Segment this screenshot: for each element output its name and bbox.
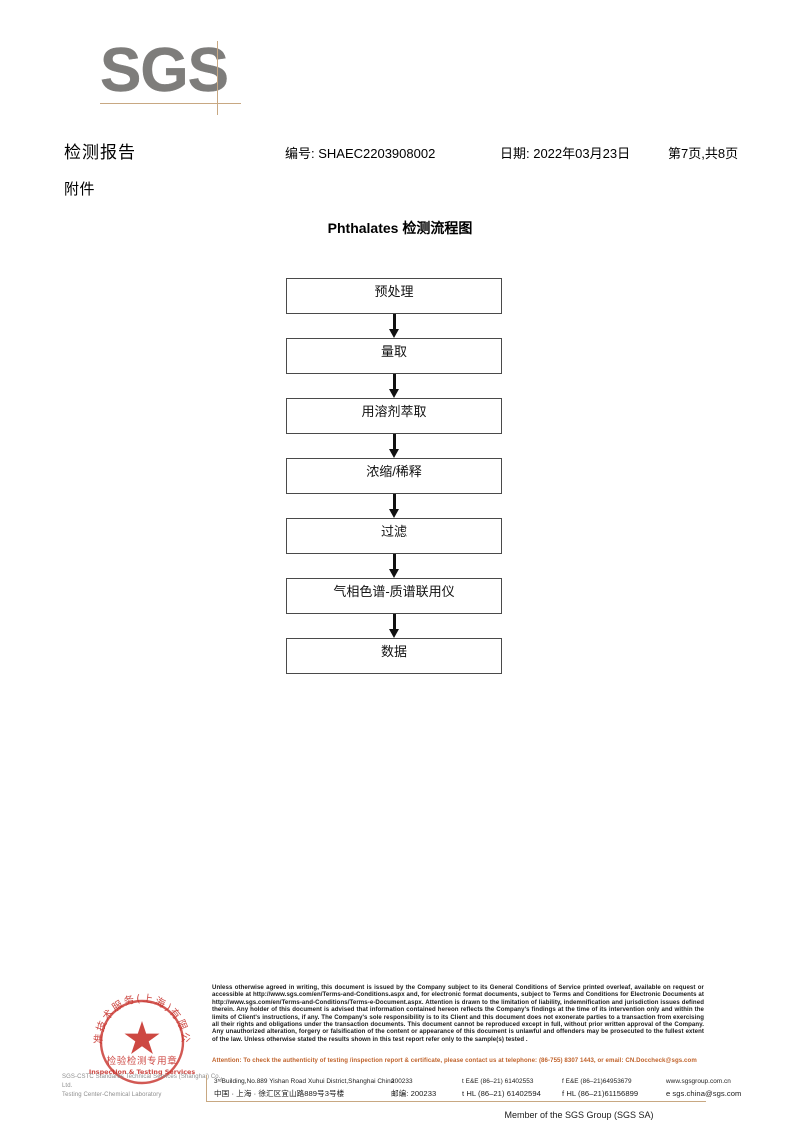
flow-node: 用溶剂萃取 xyxy=(286,398,502,434)
flow-arrow-down-icon xyxy=(286,614,502,638)
footer-tick-mark xyxy=(206,1094,207,1102)
entity-line-2: Testing Center-Chemical Laboratory xyxy=(62,1092,162,1098)
entity-line-1: SGS-CSTC Standards Technical Services (S… xyxy=(62,1074,223,1089)
flow-node-label: 量取 xyxy=(380,344,407,359)
address-zip-cn: 邮编: 200233 xyxy=(391,1089,437,1098)
flow-arrow-down-icon xyxy=(286,314,502,338)
flow-arrow-down-icon xyxy=(286,554,502,578)
document-header: 检测报告 编号: SHAEC2203908002 日期: 2022年03月23日… xyxy=(64,141,754,171)
legal-terms-text: Unless otherwise agreed in writing, this… xyxy=(212,984,704,1043)
flow-node-label: 气相色谱-质谱联用仪 xyxy=(333,584,455,599)
address-zip-en: 200233 xyxy=(391,1078,413,1085)
issuing-entity: SGS-CSTC Standards Technical Services (S… xyxy=(62,1073,232,1100)
svg-text:检验检测专用章: 检验检测专用章 xyxy=(107,1055,178,1067)
report-date: 日期: 2022年03月23日 xyxy=(500,146,631,161)
flow-node-label: 数据 xyxy=(380,644,407,659)
flow-arrow-down-icon xyxy=(286,374,502,398)
flowchart: 预处理 量取 用溶剂萃取 浓缩/稀释 过滤 气相色谱-质谱联用仪 数据 xyxy=(286,278,504,674)
flow-arrow-down-icon xyxy=(286,494,502,518)
sgs-logo: SGS xyxy=(96,36,256,126)
address-block: 3ʳᵈBuilding,No.889 Yishan Road Xuhui Dis… xyxy=(206,1075,741,1101)
address-email: e sgs.china@sgs.com xyxy=(666,1089,742,1098)
address-tel-en: t E&E (86–21) 61402553 xyxy=(462,1078,534,1085)
logo-vertical-rule xyxy=(217,41,218,115)
address-row-english: 3ʳᵈBuilding,No.889 Yishan Road Xuhui Dis… xyxy=(214,1075,731,1088)
address-website: www.sgsgroup.com.cn xyxy=(666,1078,731,1085)
flow-node-label: 用溶剂萃取 xyxy=(361,404,427,419)
flow-node: 预处理 xyxy=(286,278,502,314)
address-row-chinese: 中国 · 上海 · 徐汇区宜山路889号3号楼 邮编: 200233 t HL … xyxy=(214,1087,741,1100)
flow-node: 数据 xyxy=(286,638,502,674)
flow-node-label: 浓缩/稀释 xyxy=(366,464,422,479)
address-fax-en: f E&E (86–21)64953679 xyxy=(562,1078,632,1085)
logo-horizontal-rule xyxy=(100,103,241,104)
flow-node-label: 预处理 xyxy=(374,284,414,299)
address-street-en: 3ʳᵈBuilding,No.889 Yishan Road Xuhui Dis… xyxy=(214,1078,395,1085)
address-fax-cn: f HL (86–21)61156899 xyxy=(562,1089,639,1098)
sgs-wordmark: SGS xyxy=(100,36,229,105)
address-divider xyxy=(206,1075,207,1101)
page-title: 检测报告 xyxy=(64,143,136,162)
attachment-label: 附件 xyxy=(64,181,96,198)
flow-node: 量取 xyxy=(286,338,502,374)
member-of-group-line: Member of the SGS Group (SGS SA) xyxy=(504,1110,654,1120)
flow-node-label: 过滤 xyxy=(380,524,407,539)
official-seal-stamp: 标准技术服务(上海)有限公司 检验检测专用章 Inspection & Test… xyxy=(88,988,196,1096)
flow-node: 气相色谱-质谱联用仪 xyxy=(286,578,502,614)
svg-text:Inspection & Testing Services: Inspection & Testing Services xyxy=(89,1068,195,1076)
page-number: 第7页,共8页 xyxy=(668,146,739,161)
attention-notice: Attention: To check the authenticity of … xyxy=(212,1057,697,1064)
flowchart-title: Phthalates 检测流程图 xyxy=(327,220,473,236)
flow-arrow-down-icon xyxy=(286,434,502,458)
footer-rule xyxy=(206,1101,706,1102)
address-tel-cn: t HL (86–21) 61402594 xyxy=(462,1089,541,1098)
flow-node: 浓缩/稀释 xyxy=(286,458,502,494)
flow-node: 过滤 xyxy=(286,518,502,554)
address-street-cn: 中国 · 上海 · 徐汇区宜山路889号3号楼 xyxy=(214,1089,345,1098)
report-number: 编号: SHAEC2203908002 xyxy=(285,146,436,161)
